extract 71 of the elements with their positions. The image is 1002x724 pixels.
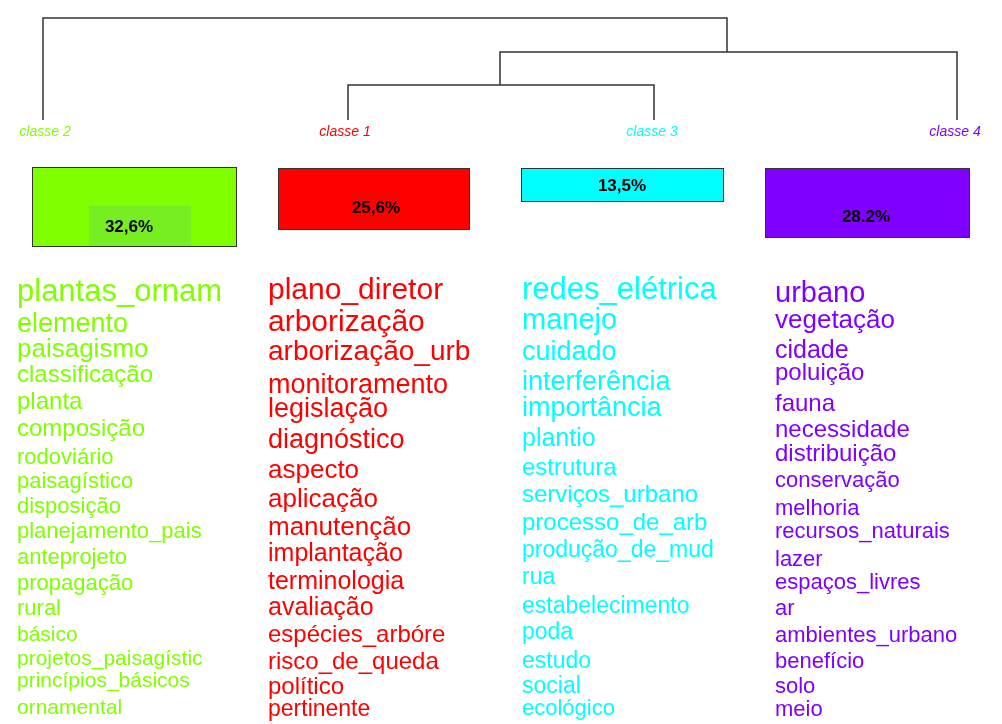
word-label: social bbox=[522, 673, 581, 697]
word-label: poluição bbox=[775, 360, 865, 384]
class-label: classe 1 bbox=[319, 123, 371, 139]
word-label: importância bbox=[522, 393, 662, 421]
word-label: manutenção bbox=[268, 513, 412, 539]
word-label: benefício bbox=[775, 650, 865, 672]
word-label: manejo bbox=[522, 304, 618, 334]
percentage-label: 13,5% bbox=[597, 176, 647, 194]
word-label: político bbox=[268, 674, 345, 698]
word-label: propagação bbox=[17, 572, 134, 594]
word-label: rua bbox=[522, 564, 556, 588]
word-label: ar bbox=[775, 597, 795, 619]
word-label: solo bbox=[775, 675, 816, 697]
word-label: cidade bbox=[775, 336, 849, 362]
word-label: avaliação bbox=[268, 593, 374, 619]
word-label: plantas_ornam bbox=[17, 274, 223, 306]
word-label: vegetação bbox=[775, 306, 895, 332]
word-label: rodoviário bbox=[17, 446, 114, 468]
word-label: plantio bbox=[522, 424, 596, 450]
class-label: classe 3 bbox=[626, 123, 678, 139]
word-label: básico bbox=[17, 622, 78, 644]
word-label: fauna bbox=[775, 391, 836, 415]
word-label: serviços_urbano bbox=[522, 482, 699, 506]
word-label: aspecto bbox=[268, 456, 360, 482]
word-label: processo_de_arb bbox=[522, 510, 708, 534]
word-label: terminologia bbox=[268, 567, 405, 593]
word-label: elemento bbox=[17, 309, 129, 337]
word-label: plano_diretor bbox=[268, 274, 444, 304]
word-label: conservação bbox=[775, 469, 900, 491]
word-label: paisagístico bbox=[17, 470, 134, 492]
word-label: planta bbox=[17, 389, 83, 413]
word-label: princípios_básicos bbox=[17, 668, 190, 690]
word-label: arborização_urb bbox=[268, 337, 471, 365]
word-label: ecológico bbox=[522, 697, 615, 719]
percentage-label: 32,6% bbox=[104, 217, 154, 235]
percentage-label: 25,6% bbox=[351, 198, 401, 216]
word-label: estudo bbox=[522, 648, 592, 672]
word-label: distribuição bbox=[775, 441, 897, 465]
word-label: cuidado bbox=[522, 337, 617, 365]
word-label: redes_elétrica bbox=[522, 272, 717, 304]
word-label: espécies_arbóre bbox=[268, 622, 446, 646]
word-label: planejamento_pais bbox=[17, 520, 202, 542]
word-label: lazer bbox=[775, 548, 823, 570]
word-label: urbano bbox=[775, 277, 866, 307]
word-label: poda bbox=[522, 619, 574, 643]
word-label: interferência bbox=[522, 367, 671, 395]
word-label: disposição bbox=[17, 495, 121, 517]
word-label: composição bbox=[17, 416, 146, 440]
word-label: espaços_livres bbox=[775, 571, 921, 593]
word-label: diagnóstico bbox=[268, 425, 405, 453]
word-label: paisagismo bbox=[17, 335, 149, 361]
word-label: produção_de_mud bbox=[522, 537, 714, 561]
word-label: melhoria bbox=[775, 497, 860, 519]
word-label: anteprojeto bbox=[17, 546, 128, 568]
class-label: classe 4 bbox=[929, 123, 981, 139]
word-label: ornamental bbox=[17, 695, 123, 717]
word-label: meio bbox=[775, 698, 823, 720]
percentage-label: 28.2% bbox=[841, 207, 891, 225]
word-label: arborização bbox=[268, 306, 425, 336]
word-label: necessidade bbox=[775, 417, 910, 441]
word-label: rural bbox=[17, 597, 61, 619]
word-label: estabelecimento bbox=[522, 593, 690, 617]
word-label: implantação bbox=[268, 539, 403, 565]
word-label: risco_de_queda bbox=[268, 649, 439, 673]
word-label: ambientes_urbano bbox=[775, 624, 958, 646]
class-label: classe 2 bbox=[19, 123, 71, 139]
word-label: classificação bbox=[17, 362, 154, 386]
word-label: projetos_paisagístic bbox=[17, 646, 203, 668]
word-label: recursos_naturais bbox=[775, 520, 950, 542]
word-label: estrutura bbox=[522, 455, 617, 479]
word-label: aplicação bbox=[268, 485, 378, 511]
